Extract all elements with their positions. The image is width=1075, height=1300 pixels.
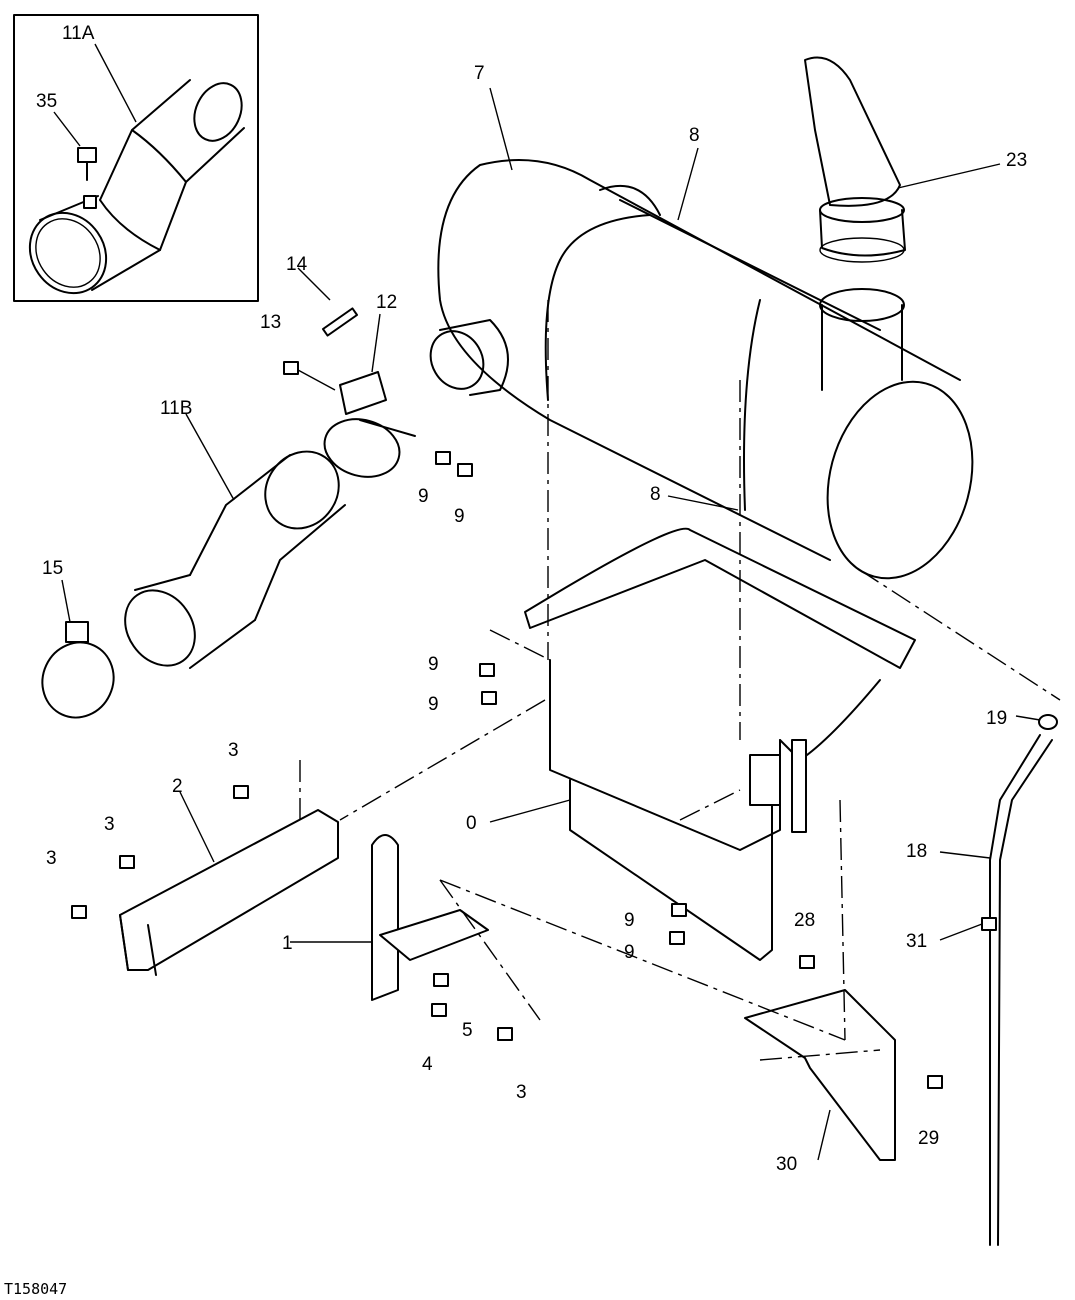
label-0: 0 [466, 813, 477, 834]
label-15: 15 [42, 558, 63, 579]
center-lines [299, 300, 1061, 1061]
label-28: 28 [794, 910, 815, 931]
label-30: 30 [776, 1154, 797, 1175]
leader-lines [61, 87, 1041, 1161]
label-12: 12 [376, 292, 397, 313]
hardware [71, 451, 997, 1089]
pin-14 [321, 307, 359, 337]
bolt-13 [283, 361, 336, 391]
pipe-11b [124, 450, 346, 669]
label-13: 13 [260, 312, 281, 333]
label-9-f: 9 [624, 942, 635, 963]
label-11a: 11A [62, 23, 95, 44]
label-1: 1 [282, 933, 293, 954]
bolt-35 [77, 147, 97, 181]
inset-frame [13, 14, 259, 302]
label-2: 2 [172, 776, 183, 797]
muffler-7 [437, 159, 974, 580]
figure-code: T158047 [4, 1280, 67, 1298]
label-3-d: 3 [516, 1082, 527, 1103]
rod-18 [989, 714, 1058, 1246]
inset-pipe-11a [28, 79, 245, 295]
label-8-top: 8 [689, 125, 700, 146]
label-18: 18 [906, 841, 927, 862]
label-14: 14 [286, 254, 308, 275]
label-3-b: 3 [104, 814, 115, 835]
label-23: 23 [1006, 150, 1027, 171]
label-7: 7 [474, 63, 485, 84]
label-9-e: 9 [624, 910, 635, 931]
label-9-c: 9 [428, 654, 439, 675]
label-29: 29 [918, 1128, 939, 1149]
rain-cap-23 [804, 56, 906, 263]
label-8-mid: 8 [650, 484, 661, 505]
label-3-c: 3 [46, 848, 57, 869]
label-19: 19 [986, 708, 1007, 729]
mount-bracket [524, 527, 916, 961]
bracket-1 [371, 834, 489, 1001]
label-9-b: 9 [454, 506, 465, 527]
bracket-30 [744, 989, 896, 1161]
label-5: 5 [462, 1020, 473, 1041]
label-9-a: 9 [418, 486, 429, 507]
clamp-15 [41, 621, 115, 719]
label-11b: 11B [160, 398, 192, 419]
label-9-d: 9 [428, 694, 439, 715]
label-31: 31 [906, 931, 927, 952]
label-4: 4 [422, 1054, 433, 1075]
bracket-2 [119, 809, 339, 976]
clamp-12 [323, 371, 416, 478]
label-35: 35 [36, 91, 57, 112]
label-3-a: 3 [228, 740, 239, 761]
muffler-inlet [429, 319, 509, 396]
